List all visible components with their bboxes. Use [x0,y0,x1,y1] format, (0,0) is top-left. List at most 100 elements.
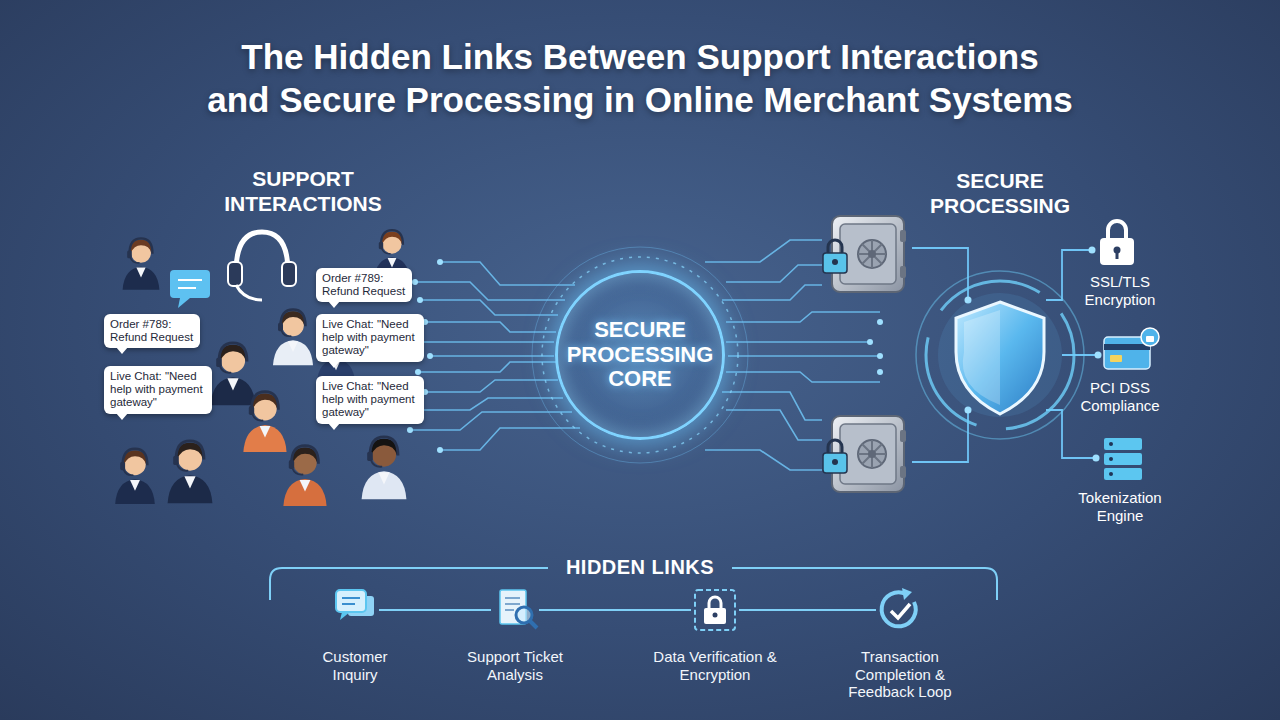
circuit-dots [437,447,443,453]
step-icons [882,592,916,626]
bubble-text: Order #789: Refund Request [322,272,406,298]
step-icons [713,613,718,618]
connector-line [379,609,491,611]
step-label: Support Ticket Analysis [450,648,580,683]
step-icons [340,612,350,620]
circuit-dots [407,259,883,453]
connector-line [739,609,876,611]
chat-icon [178,298,190,308]
circuit-traces [418,362,556,372]
vault-icons [823,416,906,492]
shield-icon [916,271,1084,439]
core-circle: SECURE PROCESSING CORE [555,270,725,440]
flow-step: Support Ticket Analysis [491,586,539,634]
link-dots [1095,352,1102,359]
circuit-traces [728,355,880,357]
feature-label: Tokenization Engine [1063,489,1177,525]
lock-icon [1116,251,1119,259]
circuit-traces [440,428,580,450]
shield-links [1046,410,1096,458]
bubble-text: Order #789: Refund Request [110,318,194,344]
support-agents [273,310,313,366]
card-icon [1141,328,1159,346]
lock-icon [1100,221,1134,265]
server-icon [1104,468,1142,480]
step-icons [695,590,735,630]
circuit-dots [417,297,423,303]
step-icons [516,607,532,623]
circuit-traces [705,450,822,470]
chat-bubble: Live Chat: "Need help with payment gatew… [316,376,424,424]
circuit-traces [726,372,880,382]
flow-step: Data Verification & Encryption [691,586,739,634]
circuit-traces [410,240,880,470]
circuit-dots [877,319,883,325]
support-agents [283,446,326,506]
chat-icon [170,270,210,308]
bubble-text: Live Chat: "Need help with payment gatew… [322,380,418,420]
chat-bubble: Order #789: Refund Request [316,268,412,302]
chat-bubble: Live Chat: "Need help with payment gatew… [316,314,424,362]
step-label: Customer Inquiry [300,648,410,683]
step-label: Transaction Completion & Feedback Loop [838,648,963,701]
link-dots [1093,455,1100,462]
circuit-traces [440,262,575,285]
server-icon [1109,472,1113,476]
vault-icons [823,216,906,292]
circuit-dots [412,279,418,285]
core-glow-ring [532,247,748,463]
chat-icon [178,280,202,288]
core-label: SECURE PROCESSING CORE [565,318,715,392]
support-agents [123,238,160,289]
group-heading: HIDDEN LINKS [540,556,740,579]
headset-icon [228,232,296,300]
vault-icons [823,216,906,492]
server-icon [1109,457,1113,461]
section-heading: SECURE PROCESSING [920,168,1080,218]
card-icon [1110,355,1122,362]
diagram-title: The Hidden Links Between Support Interac… [90,36,1190,121]
step-icons [530,621,537,628]
bubble-text: Live Chat: "Need help with payment gatew… [322,318,418,358]
step-icons [891,604,910,618]
hidden-links-bracket [732,568,997,600]
card-icon [1146,336,1154,342]
circuit-dots [407,427,413,433]
headset-icon [236,232,288,272]
server-icon [1109,442,1113,446]
headset-icon [282,262,296,286]
shield-icon [938,293,1062,417]
circuit-traces [726,410,822,440]
circuit-traces [726,265,822,282]
bubble-text: Live Chat: "Need help with payment gatew… [110,370,206,410]
shield-icon [916,271,1084,439]
circuit-traces [418,341,554,343]
headset-icon [228,262,242,286]
step-label: Data Verification & Encryption [640,648,790,683]
step-icons [342,598,360,604]
chat-icon [170,270,210,298]
circuit-dots [437,259,443,265]
connector-line [539,609,691,611]
feature-label: SSL/TLS Encryption [1065,273,1175,309]
step-icons [709,597,721,609]
support-agents [362,437,407,500]
flow-step: Customer Inquiry [331,586,379,634]
lock-icon [1100,238,1134,265]
circuit-dots [877,369,883,375]
headset-icon [236,285,262,300]
flow-step: Transaction Completion & Feedback Loop [876,586,924,634]
support-agents [211,343,256,406]
shield-icon [956,302,1044,414]
support-agents [115,449,155,504]
server-icon [1104,453,1142,465]
circuit-traces [705,240,822,262]
server-icon [1104,438,1142,450]
step-icons [902,588,912,600]
core-glow-ring [532,247,748,463]
circuit-dots [867,339,873,345]
lock-icon [1108,221,1126,240]
circuit-dots [427,353,433,359]
circuit-traces [722,392,822,420]
